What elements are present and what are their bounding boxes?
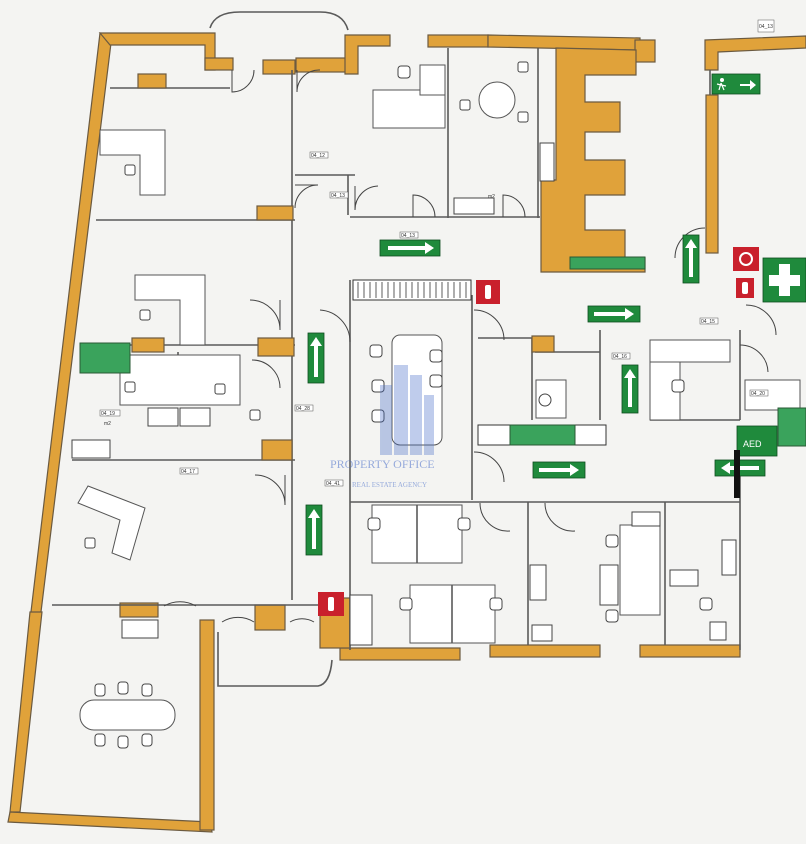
- aed-sign: AED: [736, 425, 778, 457]
- room-tag: m2: [104, 421, 111, 427]
- room-tag: 04_12: [311, 153, 325, 159]
- exit-arrow-up-1: [307, 332, 325, 384]
- exit-arrow-3: [532, 461, 586, 479]
- exit-arrow-up-4: [682, 234, 700, 284]
- radiator-grid: [352, 279, 607, 446]
- watermark-title: PROPERTY OFFICE: [330, 457, 435, 471]
- room-tag: 04_17: [181, 469, 195, 475]
- room-tag: 04_13: [331, 193, 345, 199]
- room-tag: 04_13: [759, 24, 773, 30]
- aed-label: AED: [743, 439, 762, 449]
- room-tag: m2: [488, 194, 495, 200]
- outer-walls: [7, 11, 806, 833]
- room-tag: 04_15: [701, 319, 715, 325]
- stair-core: [540, 47, 719, 273]
- room-tag: 04_13: [401, 233, 415, 239]
- first-aid-sign: [762, 257, 806, 303]
- exit-arrow-1: [379, 239, 441, 257]
- fire-extinguisher-icon: [318, 592, 344, 616]
- room-tag: 04_19: [101, 411, 115, 417]
- exit-arrow-up-3: [621, 364, 639, 414]
- fire-extinguisher-icon: [476, 280, 500, 304]
- furniture: [71, 61, 806, 749]
- building-logo-icon: [380, 365, 434, 455]
- exit-sign-top-right: [711, 73, 761, 95]
- exit-arrow-2: [587, 305, 641, 323]
- fire-extinguishers: [318, 247, 759, 616]
- exit-signs: AED: [305, 73, 806, 556]
- fire-extinguisher-icon: [736, 278, 754, 298]
- fire-hose-icon: [733, 247, 759, 271]
- room-tag: 04_20: [751, 391, 765, 397]
- room-tag: 04_41: [326, 481, 340, 487]
- doors: [163, 69, 777, 623]
- watermark: PROPERTY OFFICE REAL ESTATE AGENCY: [330, 365, 435, 489]
- inner-walls: [52, 48, 741, 650]
- room-tag: 04_16: [613, 354, 627, 360]
- watermark-subtitle: REAL ESTATE AGENCY: [352, 481, 427, 489]
- room-tag: 04_28: [296, 406, 310, 412]
- exit-arrow-up-2: [305, 504, 323, 556]
- room-tags: 04_12 04_13 04_13 m2 04_15 04_16 04_28 0…: [99, 19, 775, 487]
